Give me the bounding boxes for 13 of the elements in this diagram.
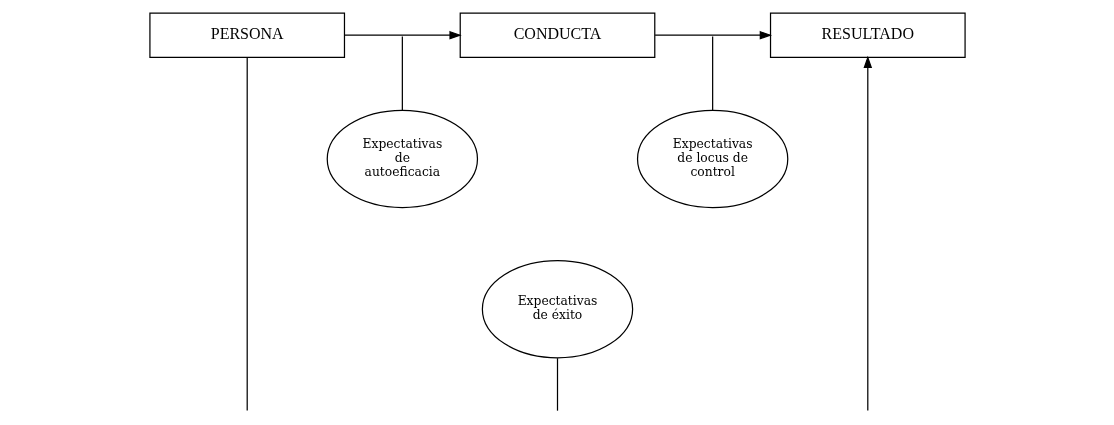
connector [556, 357, 558, 412]
arrow [343, 30, 462, 40]
connector [711, 35, 713, 111]
node-box: PERSONA [148, 12, 345, 58]
arrow [653, 30, 772, 40]
node-box: RESULTADO [769, 12, 966, 58]
node-ellipse: Expectativas de autoeficacia [326, 109, 478, 209]
node-box: CONDUCTA [459, 12, 655, 58]
arrow [863, 55, 872, 412]
node-ellipse: Expectativas de locus de control [636, 109, 788, 209]
node-ellipse: Expectativas de éxito [481, 259, 633, 359]
connector [401, 35, 403, 111]
connector [246, 57, 248, 412]
